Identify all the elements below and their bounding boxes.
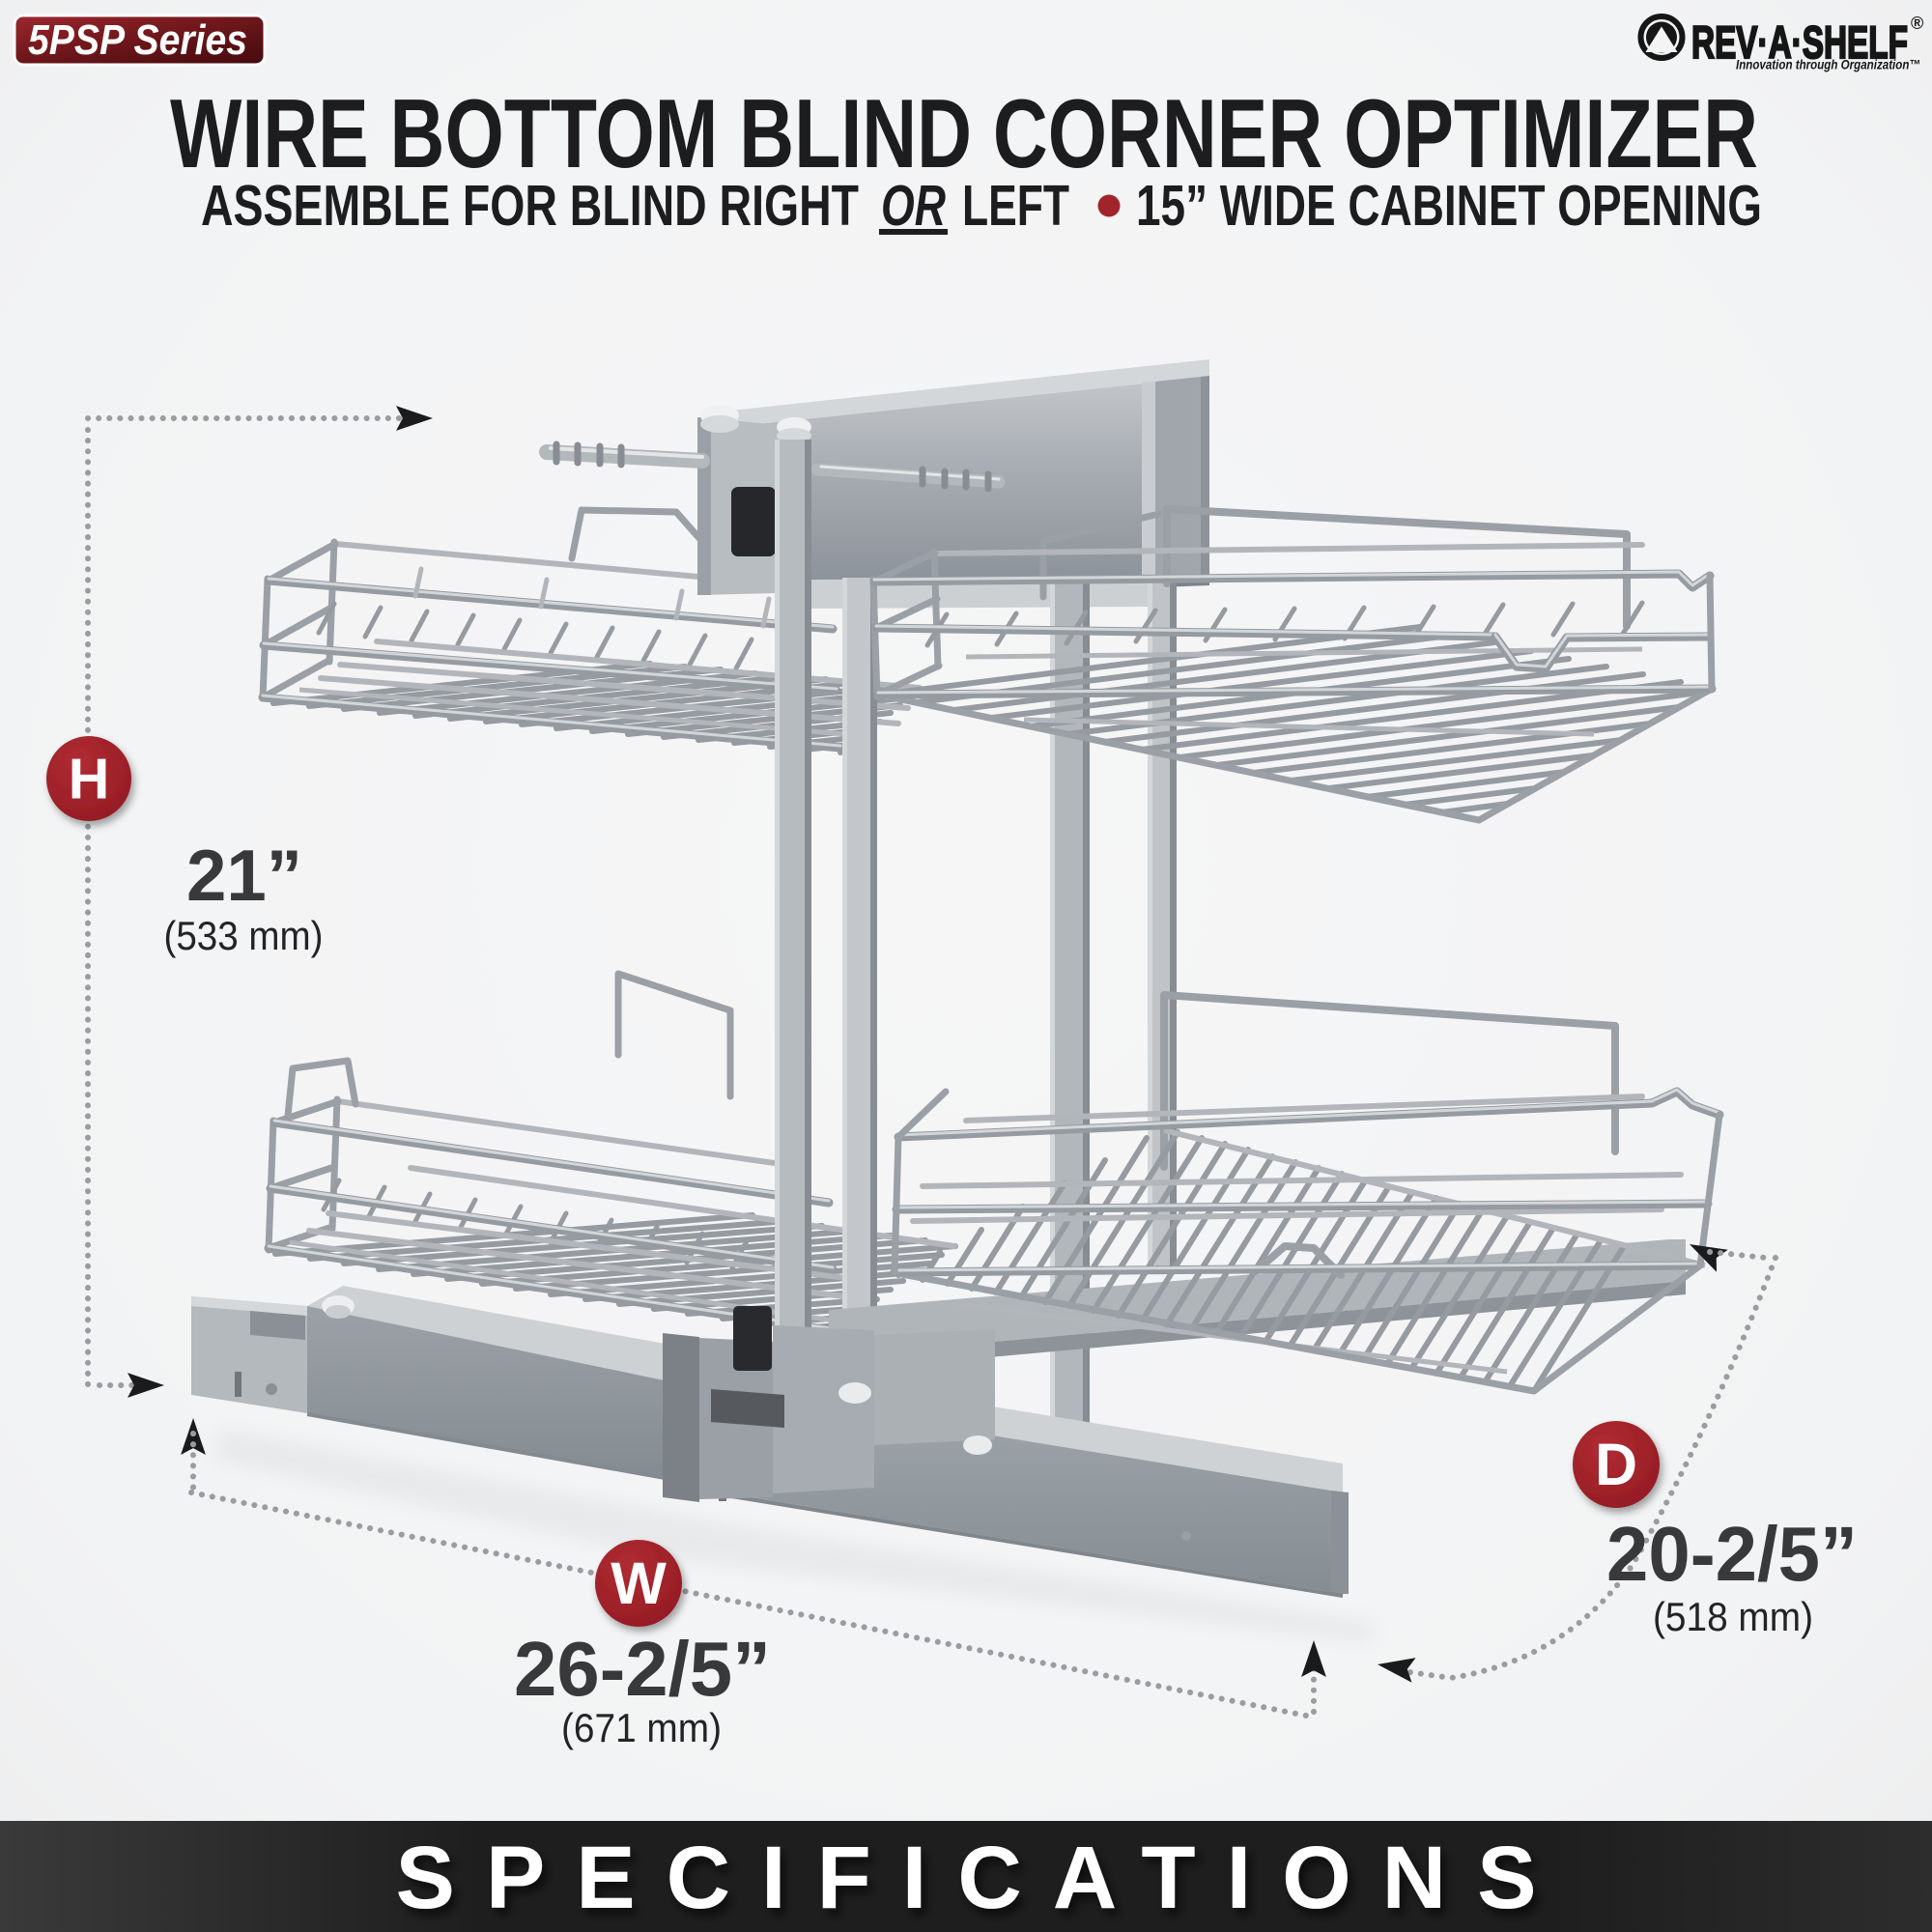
svg-text:5PSP Series: 5PSP Series: [28, 16, 247, 64]
svg-text:H: H: [69, 748, 110, 811]
svg-text:OR: OR: [881, 174, 946, 238]
svg-text:21”: 21”: [186, 835, 302, 916]
svg-text:15” WIDE CABINET OPENING: 15” WIDE CABINET OPENING: [1136, 174, 1762, 238]
svg-text:(533 mm): (533 mm): [164, 913, 324, 958]
svg-text:LEFT: LEFT: [962, 174, 1069, 238]
svg-text:D: D: [1595, 1432, 1637, 1497]
svg-text:20-2/5”: 20-2/5”: [1606, 1511, 1858, 1597]
svg-text:26-2/5”: 26-2/5”: [514, 1626, 771, 1712]
svg-text:ASSEMBLE FOR BLIND RIGHT: ASSEMBLE FOR BLIND RIGHT: [201, 174, 859, 238]
svg-text:(671 mm): (671 mm): [561, 1705, 722, 1750]
svg-text:(518 mm): (518 mm): [1653, 1594, 1813, 1639]
svg-text:REV·A·SHELF: REV·A·SHELF: [1691, 16, 1908, 68]
svg-text:WIRE BOTTOM BLIND CORNER OPTIM: WIRE BOTTOM BLIND CORNER OPTIMIZER: [170, 78, 1758, 188]
svg-text:SPECIFICATIONS: SPECIFICATIONS: [396, 1829, 1537, 1927]
svg-text:Innovation through Organizatio: Innovation through Organization™: [1736, 58, 1920, 72]
svg-text:W: W: [611, 1550, 667, 1616]
svg-text:®: ®: [1911, 14, 1923, 33]
